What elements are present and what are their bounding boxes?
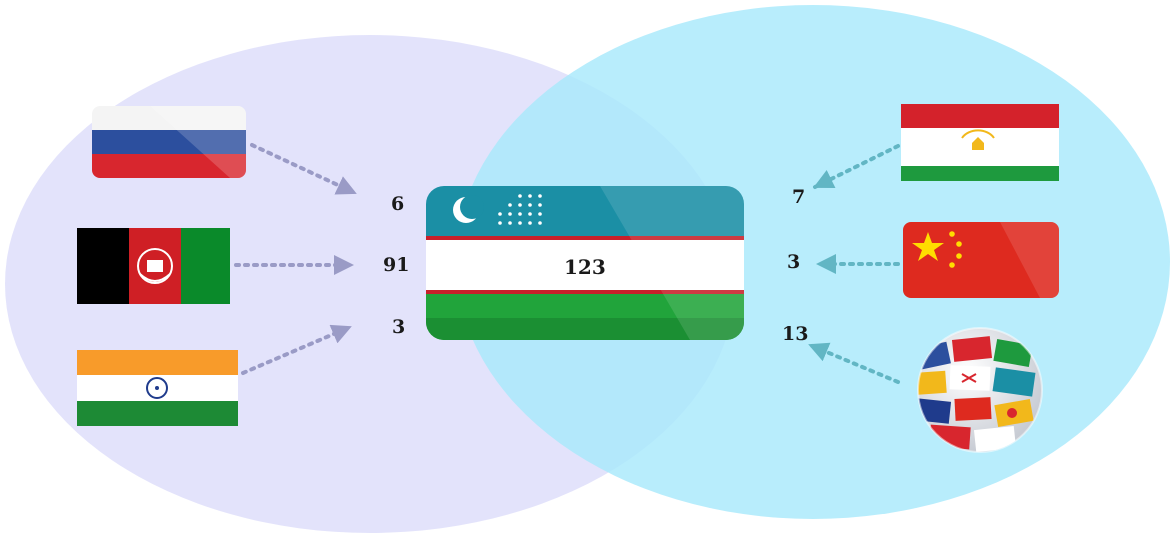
- value-world: 13: [782, 323, 809, 345]
- arrow-tajikistan: [813, 144, 900, 189]
- china-flag: [903, 222, 1059, 298]
- india-flag: [77, 350, 238, 426]
- afghanistan-flag: [77, 228, 230, 304]
- value-tajikistan: 7: [792, 186, 806, 208]
- value-china: 3: [787, 251, 801, 273]
- value-afghanistan: 91: [383, 254, 410, 276]
- arrow-world: [808, 342, 900, 384]
- tajikistan-flag: [901, 104, 1059, 181]
- arrow-russia: [250, 143, 357, 195]
- value-india: 3: [392, 316, 406, 338]
- value-russia: 6: [391, 193, 405, 215]
- arrow-india: [241, 324, 352, 375]
- value-uzbekistan: 123: [564, 255, 606, 279]
- russia-flag: [92, 106, 246, 178]
- uzbekistan-flag: [426, 186, 744, 340]
